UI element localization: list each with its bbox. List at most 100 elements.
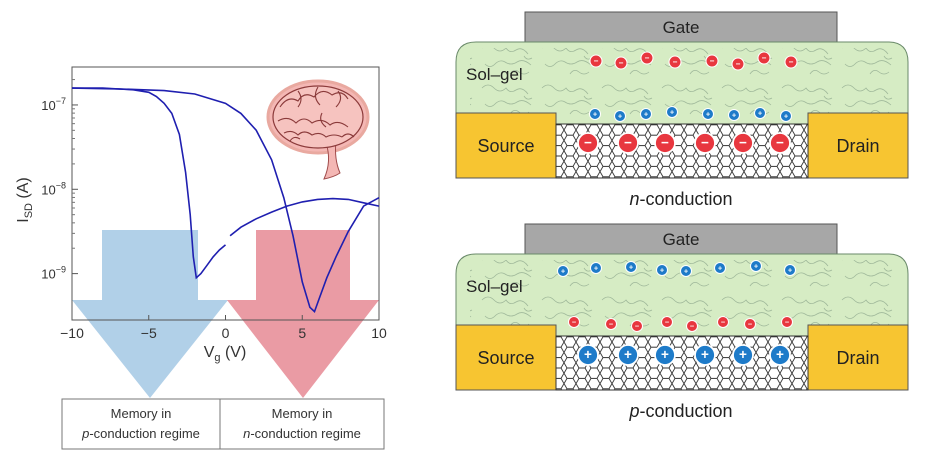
ion-interface-sign: +: [593, 109, 598, 118]
ion-interface-sign: −: [609, 319, 614, 328]
ion-top-sign: +: [754, 261, 759, 270]
ion-top: [640, 51, 654, 65]
x-axis-label: Vg (V): [204, 344, 247, 364]
ion-interface: [589, 108, 601, 120]
ion-interface-sign: −: [690, 321, 695, 330]
ion-top-sign: −: [673, 58, 678, 67]
y-tick-label: 10−7: [41, 96, 66, 113]
transfer-curve-plot: −10 −5 0 5 10 10−7 10−8 10−9 Vg (V) ISD (A): [15, 66, 387, 450]
ion-top-sign: −: [619, 59, 624, 68]
channel-carrier: [617, 132, 639, 154]
ion-top-sign: −: [710, 57, 715, 66]
ion-top-sign: +: [561, 266, 566, 275]
ion-interface: [631, 320, 643, 332]
ion-interface: [605, 318, 617, 330]
ion-interface-sign: −: [572, 317, 577, 326]
transfer-curve-2: [229, 197, 380, 237]
y-tick-label: 10−9: [41, 265, 66, 282]
x-tick-label: −5: [141, 325, 157, 341]
ion-interface: [568, 316, 580, 328]
ion-interface: [614, 110, 626, 122]
channel-carrier: [732, 344, 754, 366]
channel-carrier: [577, 344, 599, 366]
graphene-channel: [555, 123, 809, 179]
ion-top-sign: +: [594, 263, 599, 272]
ion-top: [757, 51, 771, 65]
x-tick-label: 5: [298, 325, 306, 341]
memory-box-p-line2: p-conduction regime: [81, 426, 200, 441]
gate-label: Gate: [663, 18, 700, 37]
ion-interface: [728, 109, 740, 121]
n-memory-arrow: [227, 230, 379, 398]
ion-top-sign: +: [718, 263, 723, 272]
ion-interface-sign: +: [706, 109, 711, 118]
ion-interface-sign: −: [635, 321, 640, 330]
channel-carrier: [769, 344, 791, 366]
ion-top-sign: +: [684, 266, 689, 275]
ion-top-sign: −: [645, 54, 650, 63]
ion-interface-sign: +: [784, 111, 789, 120]
ion-top: [714, 262, 726, 274]
source-label: Source: [477, 136, 534, 156]
ion-top: [750, 260, 762, 272]
drain-electrode: [807, 112, 909, 179]
ion-top: [668, 55, 682, 69]
channel-carrier-sign: +: [776, 347, 784, 362]
channel-carrier-sign: −: [776, 135, 784, 150]
channel-carrier: [577, 132, 599, 154]
ion-interface: [661, 316, 673, 328]
channel-carrier: [617, 344, 639, 366]
ion-interface-sign: −: [785, 317, 790, 326]
channel-carrier-sign: +: [624, 347, 632, 362]
memory-box-p-line1: Memory in: [111, 406, 172, 421]
x-tick-label: −10: [60, 325, 84, 341]
y-tick-layer: 10−7 10−8 10−9: [41, 79, 78, 282]
ion-interface: [717, 316, 729, 328]
channel-carrier-sign: +: [661, 347, 669, 362]
ion-top: [784, 264, 796, 276]
ion-interface-sign: +: [644, 109, 649, 118]
drain-label: Drain: [836, 136, 879, 156]
channel-carrier-sign: −: [661, 135, 669, 150]
gate-label: Gate: [663, 230, 700, 249]
ion-top: [589, 54, 603, 68]
channel-carrier: [732, 132, 754, 154]
ion-interface: [780, 110, 792, 122]
solgel-label: Sol–gel: [466, 277, 523, 296]
ion-top: [731, 57, 745, 71]
ion-top-sign: −: [762, 54, 767, 63]
ion-interface-sign: −: [748, 319, 753, 328]
ion-top: [557, 265, 569, 277]
graphene-channel: [555, 335, 809, 391]
memory-box-n-line1: Memory in: [272, 406, 333, 421]
channel-carrier-sign: −: [624, 135, 632, 150]
ion-top-sign: +: [629, 262, 634, 271]
channel-carrier-sign: +: [739, 347, 747, 362]
ion-top-sign: −: [594, 57, 599, 66]
solgel-label: Sol–gel: [466, 65, 523, 84]
ion-interface-sign: +: [732, 110, 737, 119]
channel-carrier-sign: −: [584, 135, 592, 150]
x-tick-label: 0: [222, 325, 230, 341]
channel-carrier-sign: −: [739, 135, 747, 150]
x-tick-layer: −10 −5 0 5 10: [60, 315, 387, 341]
ion-interface: [640, 108, 652, 120]
ion-top: [590, 262, 602, 274]
ion-interface-sign: −: [665, 317, 670, 326]
ion-interface: [781, 316, 793, 328]
ion-interface-sign: +: [670, 107, 675, 116]
channel-carrier-sign: −: [701, 135, 709, 150]
source-electrode: [455, 324, 557, 391]
brain-icon: [266, 79, 370, 180]
y-tick-label: 10−8: [41, 180, 66, 197]
gate-electrode: [524, 11, 838, 43]
x-tick-label: 10: [371, 325, 387, 341]
ion-top-sign: −: [789, 58, 794, 67]
device-caption: p-conduction: [628, 401, 732, 421]
ion-top: [784, 55, 798, 69]
ion-top: [614, 56, 628, 70]
source-electrode: [455, 112, 557, 179]
y-axis-label: ISD (A): [15, 177, 35, 223]
